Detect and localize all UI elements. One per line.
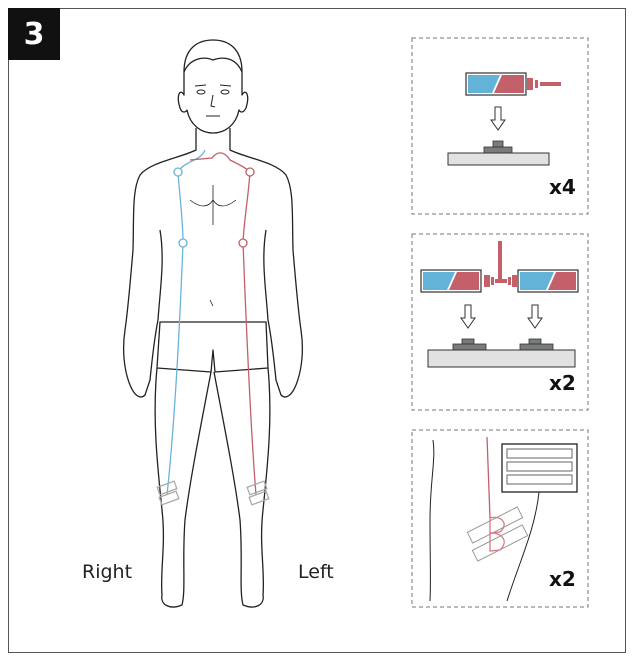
panel-frames bbox=[411, 37, 589, 608]
left-side-label: Left bbox=[298, 561, 334, 583]
electrode-left-lower bbox=[238, 238, 248, 248]
panel-double-connector bbox=[420, 241, 579, 368]
panel-1-multiplier: x4 bbox=[549, 175, 576, 199]
panel-2-multiplier: x2 bbox=[549, 371, 576, 395]
down-arrow-icon bbox=[460, 304, 476, 329]
electrode-right-lower bbox=[178, 238, 188, 248]
connector-red-half bbox=[494, 75, 524, 93]
right-lead-wire bbox=[156, 149, 206, 506]
label-card bbox=[501, 443, 578, 493]
down-arrow-icon bbox=[527, 304, 543, 329]
step-number-badge: 3 bbox=[8, 8, 60, 60]
panel-3-multiplier: x2 bbox=[549, 567, 576, 591]
electrode-left-upper bbox=[245, 167, 255, 177]
right-side-label: Right bbox=[82, 561, 133, 583]
illustration-frame bbox=[8, 8, 626, 653]
body-outline bbox=[123, 39, 303, 608]
electrode-right-upper bbox=[173, 167, 183, 177]
down-arrow-icon bbox=[490, 106, 506, 131]
face bbox=[194, 84, 232, 117]
panel-single-connector bbox=[447, 72, 561, 166]
panel-leg-detail bbox=[429, 436, 578, 602]
connector-blue-half bbox=[468, 75, 500, 93]
left-lead-wire bbox=[189, 152, 270, 506]
